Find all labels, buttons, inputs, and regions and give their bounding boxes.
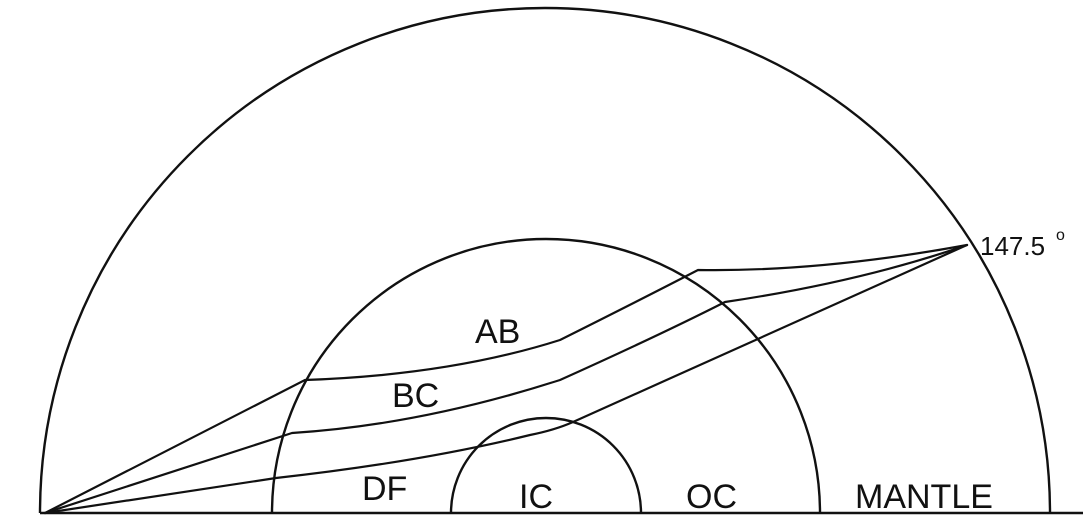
inner-core-boundary-arc <box>449 416 643 514</box>
outer-core-boundary-arc <box>270 237 822 514</box>
ray-ab <box>43 243 969 515</box>
label-mantle: MANTLE <box>855 478 993 515</box>
label-oc: OC <box>686 478 737 515</box>
label-ab: AB <box>475 313 520 351</box>
label-ic: IC <box>519 478 553 515</box>
ray-df <box>43 243 969 515</box>
label-df: DF <box>362 470 407 508</box>
ray-bc <box>43 243 969 515</box>
label-degree-symbol: o <box>1056 227 1065 244</box>
label-bc: BC <box>392 377 439 415</box>
earth-surface-arc <box>38 6 1052 514</box>
label-angle: 147.5 <box>980 231 1045 261</box>
